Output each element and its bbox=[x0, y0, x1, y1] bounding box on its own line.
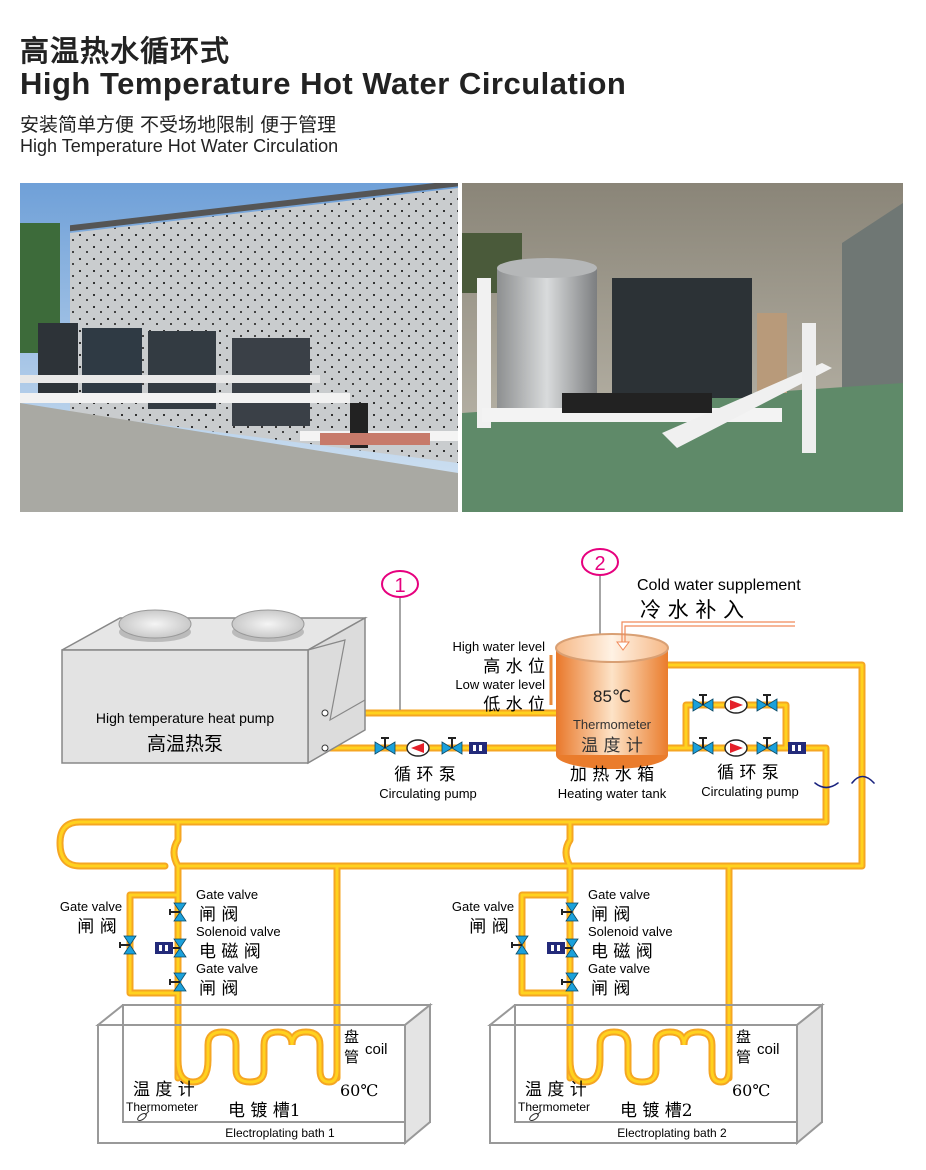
bath-name-cn: 电 镀 槽2 bbox=[620, 1101, 693, 1121]
marker-1-label: 1 bbox=[394, 575, 405, 597]
heat-pump-label-cn: 高温热泵 bbox=[147, 733, 223, 755]
circulation-diagram: High temperature heat pump 高温热泵 1 2 Cold… bbox=[56, 548, 875, 1146]
bath-thermometer-en: Thermometer bbox=[518, 1100, 590, 1114]
bypass-gate-valve-icon[interactable] bbox=[119, 935, 137, 955]
coil-label-en: coil bbox=[757, 1041, 780, 1058]
fan-icon bbox=[118, 609, 192, 642]
filter-icon bbox=[788, 742, 806, 754]
bypass-gate-valve-icon[interactable] bbox=[511, 935, 529, 955]
gate-valve-label-en: Gate valve bbox=[588, 887, 650, 902]
bypass-valve-label-en: Gate valve bbox=[60, 899, 122, 914]
marker-2-label: 2 bbox=[594, 553, 605, 575]
gate-valve-icon[interactable] bbox=[756, 737, 778, 755]
solenoid-valve-label-cn: 电 磁 阀 bbox=[199, 942, 261, 962]
solenoid-valve-label-cn: 电 磁 阀 bbox=[591, 942, 653, 962]
bath-thermometer-cn: 温 度 计 bbox=[525, 1080, 587, 1100]
bypass-valve-label-cn: 闸 阀 bbox=[77, 917, 116, 937]
heat-pump-unit: High temperature heat pump 高温热泵 bbox=[61, 609, 368, 765]
bath-thermometer-en: Thermometer bbox=[126, 1100, 198, 1114]
marker-1 bbox=[381, 570, 419, 598]
gate-valve-icon[interactable] bbox=[561, 902, 579, 922]
coil-label-cn: 盘 bbox=[344, 1028, 359, 1046]
pump-right-cn: 循 环 泵 bbox=[717, 763, 779, 783]
pump-left-cn: 循 环 泵 bbox=[394, 765, 456, 785]
pipe-network bbox=[56, 661, 875, 1082]
gate-valve-label-en: Gate valve bbox=[196, 887, 258, 902]
gate-valve-icon[interactable] bbox=[692, 694, 714, 712]
bath-temperature: 60℃ bbox=[732, 1081, 770, 1100]
high-level-cn: 高 水 位 bbox=[483, 657, 545, 677]
gate-valve-icon[interactable] bbox=[756, 694, 778, 712]
solenoid-valve-label-en: Solenoid valve bbox=[196, 924, 281, 939]
low-level-cn: 低 水 位 bbox=[483, 695, 545, 715]
pump-left-en: Circulating pump bbox=[379, 786, 477, 801]
fan-icon bbox=[231, 609, 305, 642]
gate-valve-icon[interactable] bbox=[169, 972, 187, 992]
tank-label-cn: 加 热 水 箱 bbox=[570, 765, 654, 785]
solenoid-valve-label-en: Solenoid valve bbox=[588, 924, 673, 939]
bath-name-en: Electroplating bath 1 bbox=[225, 1126, 335, 1140]
subtitle-cn: 安装简单方便 不受场地限制 便于管理 bbox=[20, 114, 337, 136]
low-level-en: Low water level bbox=[455, 677, 545, 692]
solenoid-coil-icon bbox=[547, 942, 565, 954]
circulating-pump-icon[interactable] bbox=[724, 739, 748, 757]
bath-thermometer-cn: 温 度 计 bbox=[133, 1080, 195, 1100]
coil-label-en: coil bbox=[365, 1041, 388, 1058]
gate-valve-label-cn: 闸 阀 bbox=[199, 979, 238, 999]
heat-pump-label-en: High temperature heat pump bbox=[96, 710, 274, 726]
bath-temperature: 60℃ bbox=[340, 1081, 378, 1100]
bypass-valve-label-cn: 闸 阀 bbox=[469, 917, 508, 937]
installation-photo-2 bbox=[462, 183, 903, 512]
marker-2 bbox=[581, 548, 619, 576]
gate-valve-label-cn: 闸 阀 bbox=[199, 905, 238, 925]
gate-valve-icon[interactable] bbox=[374, 737, 396, 755]
filter-icon bbox=[469, 742, 487, 754]
cold-water-label-cn: 冷 水 补 入 bbox=[640, 598, 744, 622]
tank-temperature: 85℃ bbox=[593, 687, 631, 706]
gate-valve-icon[interactable] bbox=[441, 737, 463, 755]
bath-name-en: Electroplating bath 2 bbox=[617, 1126, 727, 1140]
installation-photo-1 bbox=[20, 183, 458, 512]
circulating-pump-icon[interactable] bbox=[406, 739, 430, 757]
cold-water-label-en: Cold water supplement bbox=[637, 577, 801, 594]
coil-label-cn: 盘 bbox=[736, 1028, 751, 1046]
electroplating-bath-2 bbox=[487, 1002, 825, 1146]
coil-label-cn: 管 bbox=[736, 1048, 751, 1066]
gate-valve-label-en: Gate valve bbox=[588, 961, 650, 976]
gate-valve-icon[interactable] bbox=[169, 902, 187, 922]
heating-water-tank bbox=[555, 633, 669, 769]
title-en: High Temperature Hot Water Circulation bbox=[20, 66, 627, 101]
bath-name-cn: 电 镀 槽1 bbox=[228, 1101, 301, 1121]
pump-right-en: Circulating pump bbox=[701, 784, 799, 799]
subtitle-en: High Temperature Hot Water Circulation bbox=[20, 136, 339, 156]
gate-valve-label-cn: 闸 阀 bbox=[591, 905, 630, 925]
gate-valve-label-cn: 闸 阀 bbox=[591, 979, 630, 999]
tank-thermometer-en: Thermometer bbox=[573, 717, 652, 732]
high-level-en: High water level bbox=[453, 639, 546, 654]
electroplating-bath-1 bbox=[95, 1002, 433, 1146]
gate-valve-icon[interactable] bbox=[692, 737, 714, 755]
tank-thermometer-cn: 温 度 计 bbox=[581, 736, 643, 756]
title-cn: 高温热水循环式 bbox=[20, 34, 231, 68]
solenoid-coil-icon bbox=[155, 942, 173, 954]
circulating-pump-icon[interactable] bbox=[724, 696, 748, 714]
coil-label-cn: 管 bbox=[344, 1048, 359, 1066]
gate-valve-icon[interactable] bbox=[561, 972, 579, 992]
bypass-valve-label-en: Gate valve bbox=[452, 899, 514, 914]
gate-valve-label-en: Gate valve bbox=[196, 961, 258, 976]
tank-label-en: Heating water tank bbox=[558, 786, 667, 801]
